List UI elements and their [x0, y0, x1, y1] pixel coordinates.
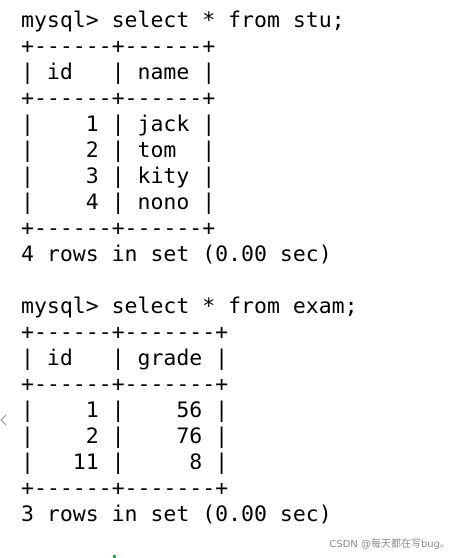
- table-header-row: | id | grade |: [21, 346, 229, 371]
- chevron-left-icon[interactable]: [0, 414, 7, 428]
- table-row: | 1 | jack |: [21, 112, 216, 137]
- table-row: | 2 | 76 |: [21, 424, 229, 449]
- table-border: +------+------+: [21, 216, 216, 241]
- table-border: +------+------+: [21, 34, 216, 59]
- result-summary-exam: 3 rows in set (0.00 sec): [21, 502, 332, 527]
- table-row: | 2 | tom |: [21, 138, 216, 163]
- watermark-label: CSDN @每天都在写bug。: [329, 539, 450, 550]
- table-border: +------+-------+: [21, 476, 229, 501]
- table-border: +------+------+: [21, 86, 216, 111]
- cursor-indicator: [113, 555, 116, 558]
- result-summary-stu: 4 rows in set (0.00 sec): [21, 242, 332, 267]
- query-line-stu: mysql> select * from stu;: [21, 8, 345, 33]
- table-row: | 1 | 56 |: [21, 398, 229, 423]
- table-row: | 3 | kity |: [21, 164, 216, 189]
- chevron-left-icon-svg: [0, 414, 7, 426]
- query-line-exam: mysql> select * from exam;: [21, 294, 358, 319]
- table-header-row: | id | name |: [21, 60, 216, 85]
- table-row: | 11 | 8 |: [21, 450, 229, 475]
- table-border: +------+-------+: [21, 372, 229, 397]
- table-row: | 4 | nono |: [21, 190, 216, 215]
- table-border: +------+-------+: [21, 320, 229, 345]
